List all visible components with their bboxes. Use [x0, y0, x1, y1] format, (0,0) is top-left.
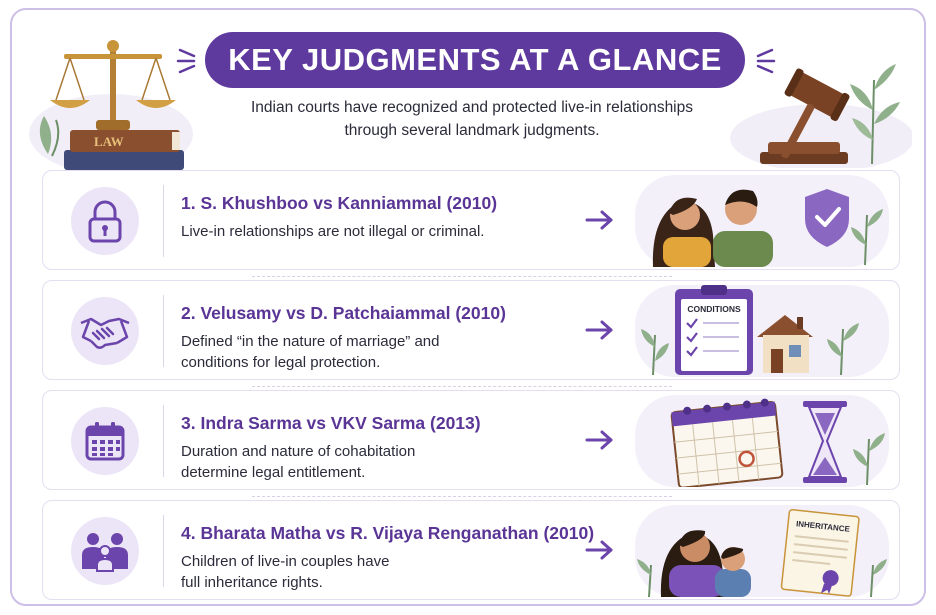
card-divider: [163, 405, 164, 477]
couple-illustration: [635, 175, 889, 267]
judgment-title: 2. Velusamy vs D. Patchaiammal (2010): [181, 303, 506, 323]
card-divider: [163, 295, 164, 367]
clipboard-label: CONDITIONS: [687, 304, 741, 314]
page-subtitle: Indian courts have recognized and protec…: [212, 96, 732, 142]
judgment-title: 3. Indra Sarma vs VKV Sarma (2013): [181, 413, 481, 433]
description-line: Live-in relationships are not illegal or…: [181, 223, 485, 240]
separator-line: [252, 496, 672, 497]
judgment-card-4: 4. Bharata Matha vs R. Vijaya Renganatha…: [42, 500, 900, 600]
handshake-icon: [80, 317, 130, 349]
infographic-frame: LAW KEY JUDGMENTS AT A GLANCE Indian cou…: [10, 8, 926, 606]
gavel-icon: [730, 64, 912, 168]
spark-left-icon: [176, 48, 196, 74]
conditions-illustration: CONDITIONS: [635, 285, 889, 377]
arrow-right-icon: [585, 210, 613, 230]
card-icon-badge: [71, 517, 139, 585]
arrow-right-icon: [585, 540, 613, 560]
arrow-right-icon: [585, 430, 613, 450]
judgment-description: Children of live-in couples have full in…: [181, 551, 541, 593]
description-line: Duration and nature of cohabitation: [181, 443, 416, 460]
judgment-card-2: 2. Velusamy vs D. Patchaiammal (2010) De…: [42, 280, 900, 380]
description-line: Children of live-in couples have: [181, 553, 390, 570]
judgment-title: 1. S. Khushboo vs Kanniammal (2010): [181, 193, 498, 213]
spark-right-icon: [756, 48, 776, 74]
card-divider: [163, 185, 164, 257]
card-icon-badge: [71, 297, 139, 365]
book-label: LAW: [94, 134, 124, 149]
judgment-card-3: 3. Indra Sarma vs VKV Sarma (2013) Durat…: [42, 390, 900, 490]
inheritance-illustration: INHERITANCE: [635, 505, 889, 597]
subtitle-line: Indian courts have recognized and protec…: [250, 99, 693, 116]
description-line: conditions for legal protection.: [181, 354, 381, 371]
page-title: KEY JUDGMENTS AT A GLANCE: [205, 32, 745, 88]
judgment-title: 4. Bharata Matha vs R. Vijaya Renganatha…: [181, 523, 595, 543]
calendar-hourglass-illustration: [635, 395, 889, 487]
description-line: full inheritance rights.: [181, 574, 323, 591]
separator-line: [252, 276, 672, 277]
separator-line: [252, 386, 672, 387]
scales-of-justice-icon: LAW: [29, 40, 193, 174]
family-icon: [82, 533, 128, 572]
calendar-icon: [85, 422, 125, 461]
judgment-description: Duration and nature of cohabitation dete…: [181, 441, 541, 483]
subtitle-line: through several landmark judgments.: [344, 122, 600, 139]
arrow-right-icon: [585, 320, 613, 340]
lock-icon: [88, 200, 122, 243]
card-icon-badge: [71, 187, 139, 255]
description-line: determine legal entitlement.: [181, 464, 366, 481]
judgment-card-1: 1. S. Khushboo vs Kanniammal (2010) Live…: [42, 170, 900, 270]
description-line: Defined “in the nature of marriage” and: [181, 333, 440, 350]
card-icon-badge: [71, 407, 139, 475]
judgment-description: Live-in relationships are not illegal or…: [181, 221, 541, 242]
judgment-description: Defined “in the nature of marriage” and …: [181, 331, 541, 373]
card-divider: [163, 515, 164, 587]
